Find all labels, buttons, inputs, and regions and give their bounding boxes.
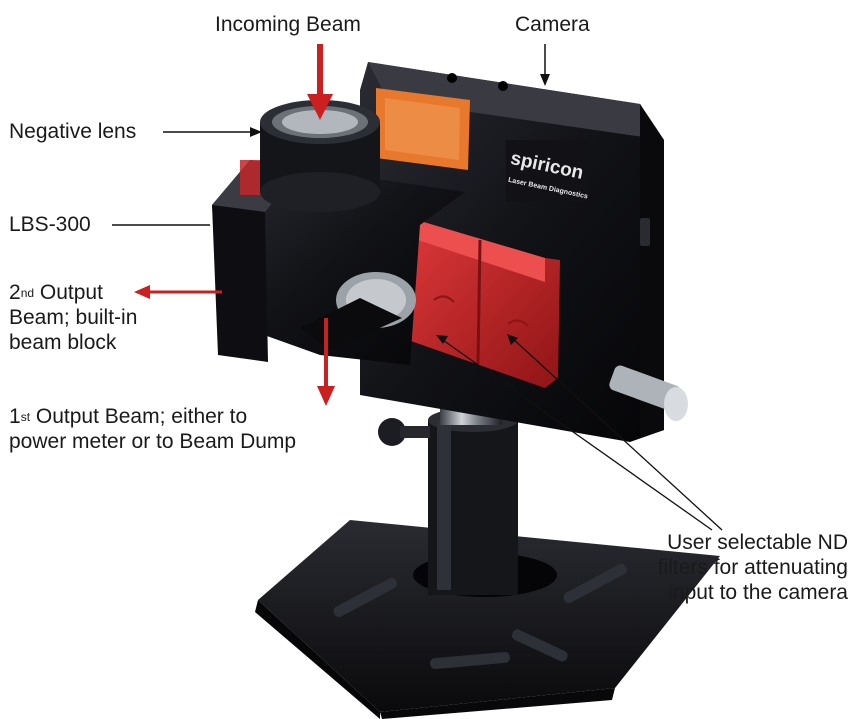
label-second-output-line3: beam block [9, 331, 117, 354]
label-nd-filters-line1: User selectable ND [667, 531, 848, 554]
label-second-output: 2nd Output Beam; built-in beam block [9, 280, 137, 355]
logo-plate [506, 140, 588, 202]
mounting-base [255, 520, 720, 719]
label-camera: Camera [515, 13, 590, 36]
label-nd-filters-line2: filters for attenuating [657, 556, 848, 579]
lbs-300-block [212, 160, 465, 365]
leader-line-camera [540, 44, 550, 86]
first-output-arrow [317, 318, 335, 406]
label-second-output-line2: Beam; built-in [9, 306, 138, 329]
incoming-beam-arrow [307, 44, 333, 120]
label-first-output: 1st Output Beam; either to power meter o… [9, 404, 296, 454]
leader-line-nd-filters [436, 334, 723, 531]
label-first-output-line2: power meter or to Beam Dump [9, 430, 297, 453]
leader-line-negative-lens [163, 127, 262, 137]
label-second-output-line1: 2nd Output [9, 281, 103, 304]
label-nd-filters-line3: input to the camera [668, 581, 848, 604]
label-negative-lens: Negative lens [9, 120, 137, 143]
bnc-connector [609, 365, 688, 421]
negative-lens-tube [260, 100, 380, 212]
label-lbs-300: LBS-300 [9, 213, 91, 236]
label-first-output-line1: 1st Output Beam; either to [9, 405, 248, 428]
second-output-arrow [134, 285, 222, 299]
label-incoming-beam: Incoming Beam [215, 13, 361, 36]
label-nd-filters: User selectable ND filters for attenuati… [658, 530, 848, 605]
